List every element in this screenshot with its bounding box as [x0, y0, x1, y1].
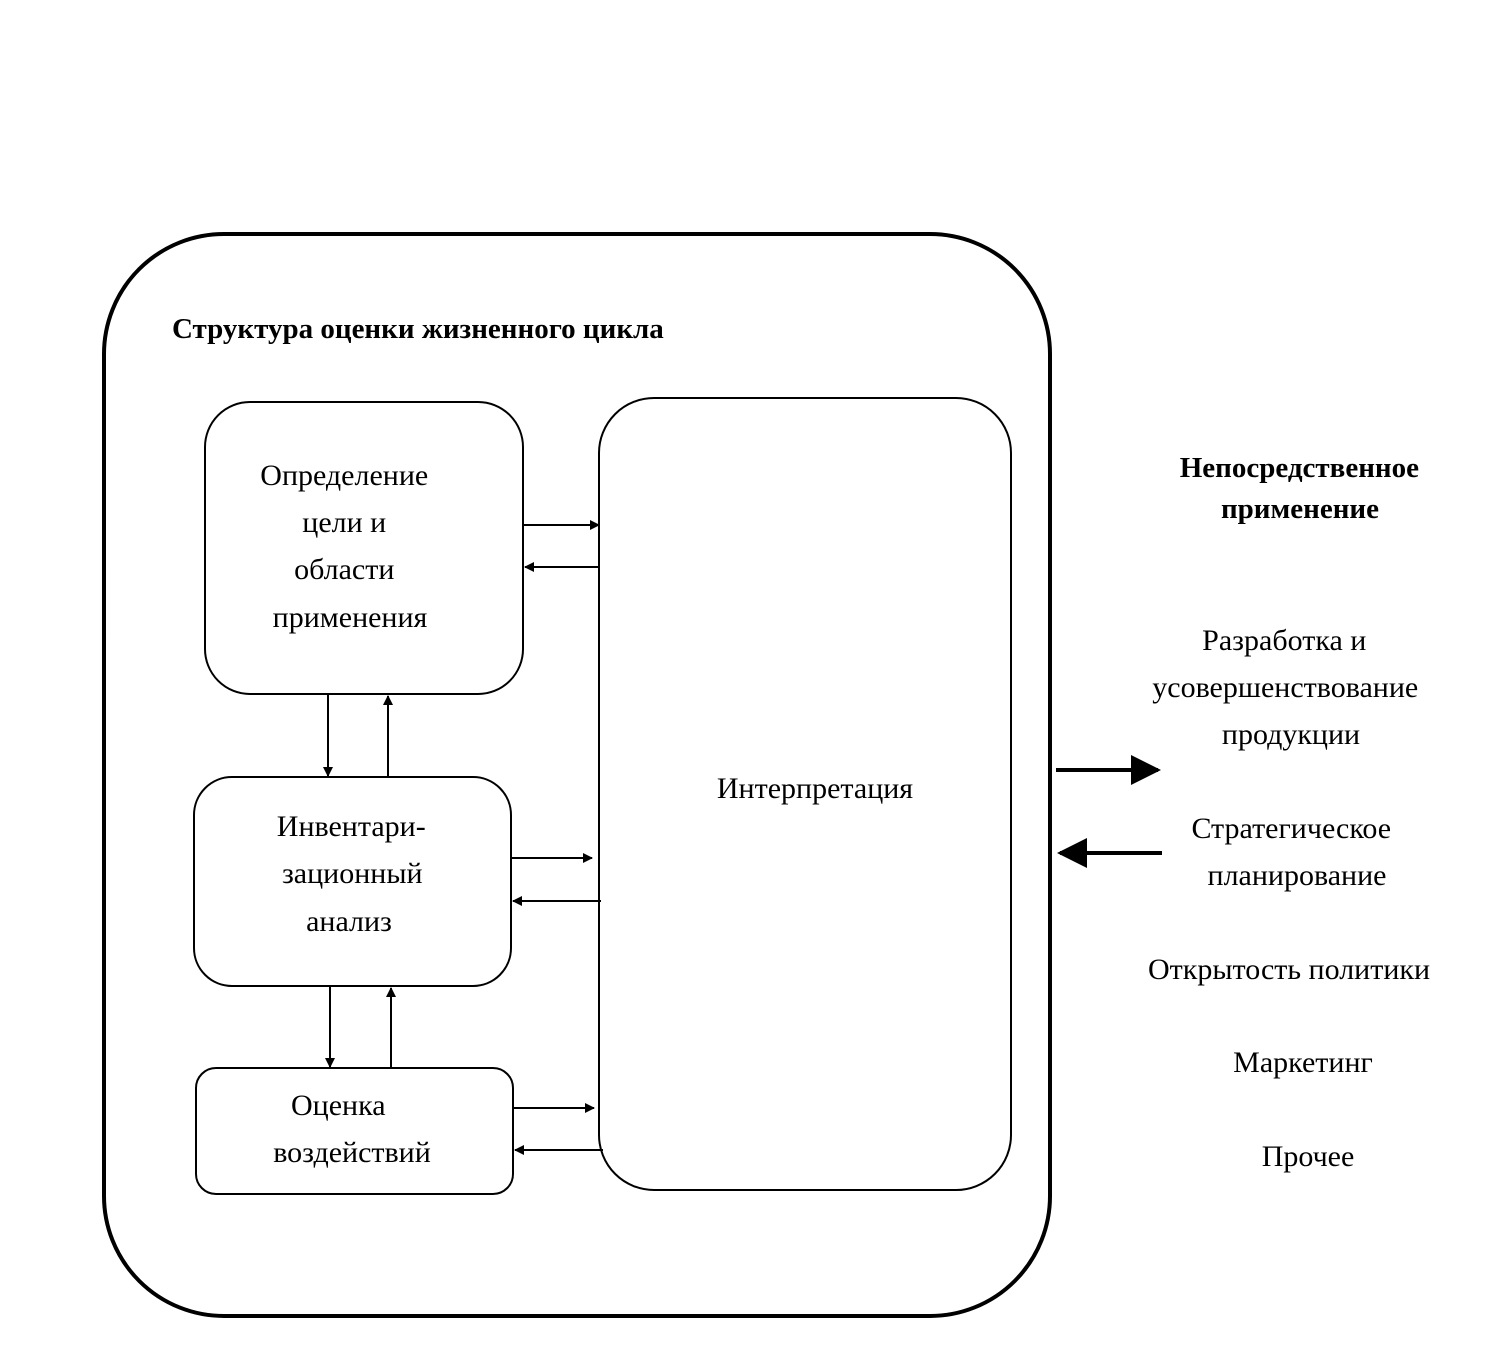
goal-scope-label: Определение цели и области применения [260, 459, 435, 634]
interpretation-box [598, 397, 1012, 1191]
applications-title: Непосредственное применение [1180, 452, 1427, 525]
impact-assessment-label: Оценка воздействий [273, 1089, 431, 1169]
application-item-public-policy: Открытость политики [1148, 953, 1430, 986]
inventory-analysis-label: Инвентари- зационный анализ [277, 810, 433, 938]
application-item-strategic-planning: Стратегическое планирование [1191, 812, 1398, 892]
interpretation-label: Интерпретация [717, 772, 913, 805]
framework-container [102, 232, 1052, 1318]
impact-assessment-box [195, 1067, 514, 1195]
application-item-other: Прочее [1262, 1140, 1355, 1173]
framework-title: Структура оценки жизненного цикла [172, 313, 664, 345]
application-item-product-development: Разработка и усовершенствование продукци… [1152, 624, 1426, 751]
application-item-marketing: Маркетинг [1233, 1046, 1373, 1079]
goal-scope-box [204, 401, 524, 695]
inventory-analysis-box [193, 776, 512, 987]
